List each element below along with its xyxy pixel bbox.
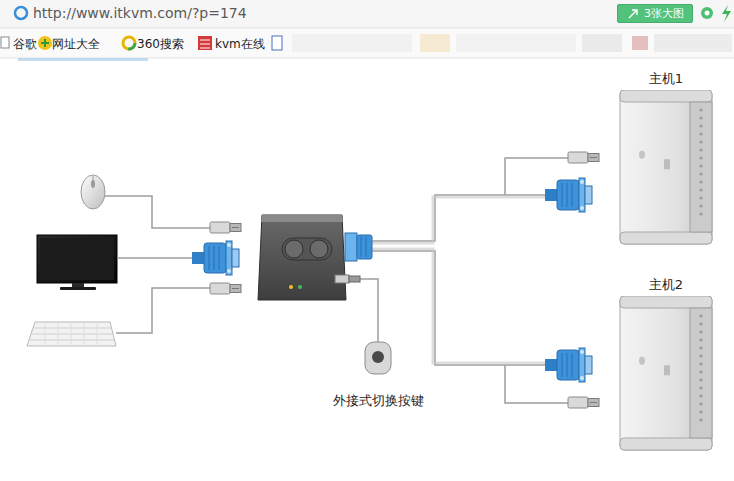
tower-case (612, 296, 720, 454)
bookmark-text: 360搜索 (137, 36, 184, 53)
bookmark-text: 谷歌 (13, 36, 37, 53)
host-computer: 主机1 (612, 70, 720, 250)
view-button: 3张大图 (617, 4, 693, 23)
expand-icon (626, 7, 640, 21)
switch-button: 外接式切换按键 (326, 340, 430, 410)
bookmark-text: 网址大全 (52, 36, 100, 53)
url-text: http://www.itkvm.com/?p=174 (33, 5, 247, 21)
host-label: 主机1 (649, 70, 683, 88)
button-label: 3张大图 (644, 7, 684, 21)
bookmark-text: kvm在线 (215, 36, 265, 53)
button-caption: 外接式切换按键 (333, 392, 424, 410)
tower-case (612, 90, 720, 248)
button-shape (363, 340, 393, 376)
host-computer: 主机2 (612, 276, 720, 456)
host-label: 主机2 (649, 276, 683, 294)
